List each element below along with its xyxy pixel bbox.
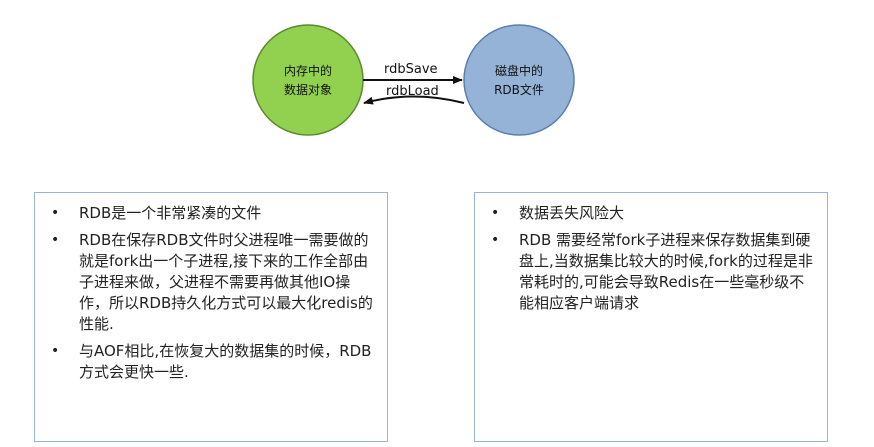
memory-object-label: 内存中的 数据对象: [283, 64, 332, 97]
advantages-panel: •RDB是一个非常紧凑的文件 •RDB在保存RDB文件时父进程唯一需要做的就是f…: [34, 192, 388, 442]
advantage-item: •与AOF相比,在恢复大的数据集的时候，RDB方式会更快一些.: [51, 342, 372, 381]
bullet-icon: •: [491, 205, 500, 221]
disadvantages-panel: •数据丢失风险大 •RDB 需要经常fork子进程来保存数据集到硬盘上,当数据集…: [474, 192, 828, 442]
advantage-item: •RDB是一个非常紧凑的文件: [51, 204, 262, 222]
disadvantage-item: •RDB 需要经常fork子进程来保存数据集到硬盘上,当数据集比较大的时候,fo…: [491, 231, 813, 312]
bullet-icon: •: [51, 232, 60, 248]
disadvantages-list: •数据丢失风险大 •RDB 需要经常fork子进程来保存数据集到硬盘上,当数据集…: [491, 203, 815, 314]
bullet-icon: •: [51, 205, 60, 221]
rdbload-arrow: [363, 95, 465, 105]
rdb-file-label: 磁盘中的 RDB文件: [494, 64, 544, 97]
advantages-list: •RDB是一个非常紧凑的文件 •RDB在保存RDB文件时父进程唯一需要做的就是f…: [51, 203, 375, 383]
persistence-diagram: [252, 24, 575, 136]
bullet-icon: •: [491, 232, 500, 248]
advantage-item: •RDB在保存RDB文件时父进程唯一需要做的就是fork出一个子进程,接下来的工…: [51, 231, 373, 333]
rdbload-label: rdbLoad: [386, 84, 439, 99]
disadvantage-item: •数据丢失风险大: [491, 204, 625, 222]
rdbsave-label: rdbSave: [384, 62, 438, 77]
rdb-file-node: [463, 24, 575, 136]
bullet-icon: •: [51, 343, 60, 359]
